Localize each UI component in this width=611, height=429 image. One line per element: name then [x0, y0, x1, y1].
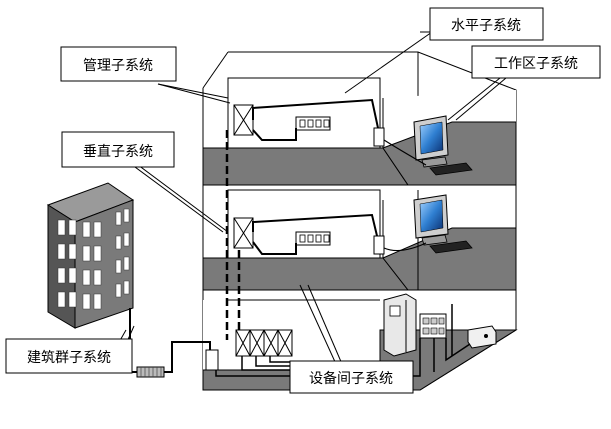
horizontal-subsystem-label: 水平子系统 [451, 18, 521, 34]
workarea-subsystem-label: 工作区子系统 [494, 56, 578, 72]
callout-box [5, 338, 133, 374]
workstation-floor-3 [383, 115, 473, 176]
callout-vertical: 垂直子系统 [61, 131, 175, 168]
equipment-subsystem-label: 设备间子系统 [309, 370, 393, 387]
floor-2-slab-left [202, 257, 410, 291]
floor-3 [202, 77, 517, 186]
keyboard-icon [429, 162, 473, 176]
vertical-subsystem-label: 垂直子系统 [83, 143, 153, 160]
management-subsystem-label: 管理子系统 [83, 58, 153, 74]
campus-subsystem-label: 建筑群子系统 [27, 350, 111, 366]
callout-box [60, 46, 177, 82]
callout-box [429, 7, 544, 41]
equipment-room-devices [235, 293, 497, 357]
tower-windows [57, 208, 130, 310]
roof-left-edge [202, 51, 229, 89]
horizontal-cables [252, 98, 379, 255]
callout-leaders [111, 31, 507, 365]
keyboard-icon [429, 240, 473, 254]
floor-3-slab-left [202, 147, 409, 186]
floor-2-slab-right [382, 227, 517, 291]
callout-campus: 建筑群子系统 [5, 338, 133, 374]
campus-building [46, 182, 135, 329]
monitor-screen-icon [419, 121, 444, 155]
callout-management: 管理子系统 [60, 46, 177, 82]
vertical-backbone [225, 130, 241, 340]
callout-horizontal: 水平子系统 [429, 7, 544, 41]
switch-rack [419, 313, 447, 339]
conduit-coupler [136, 366, 165, 378]
server-cabinet [383, 293, 417, 357]
callout-equipment: 设备间子系统 [289, 360, 414, 394]
entrance-panel [205, 349, 219, 371]
callout-workarea: 工作区子系统 [471, 45, 601, 79]
wall-outlets [373, 127, 385, 255]
patch-panel-ports [299, 119, 330, 243]
floor-1 [202, 299, 518, 391]
workstation-floor-2 [383, 194, 473, 254]
callout-box [61, 131, 175, 168]
callout-box [289, 360, 414, 394]
callout-box [471, 45, 601, 79]
modem-device [467, 325, 497, 349]
monitor-screen-icon [419, 199, 444, 233]
